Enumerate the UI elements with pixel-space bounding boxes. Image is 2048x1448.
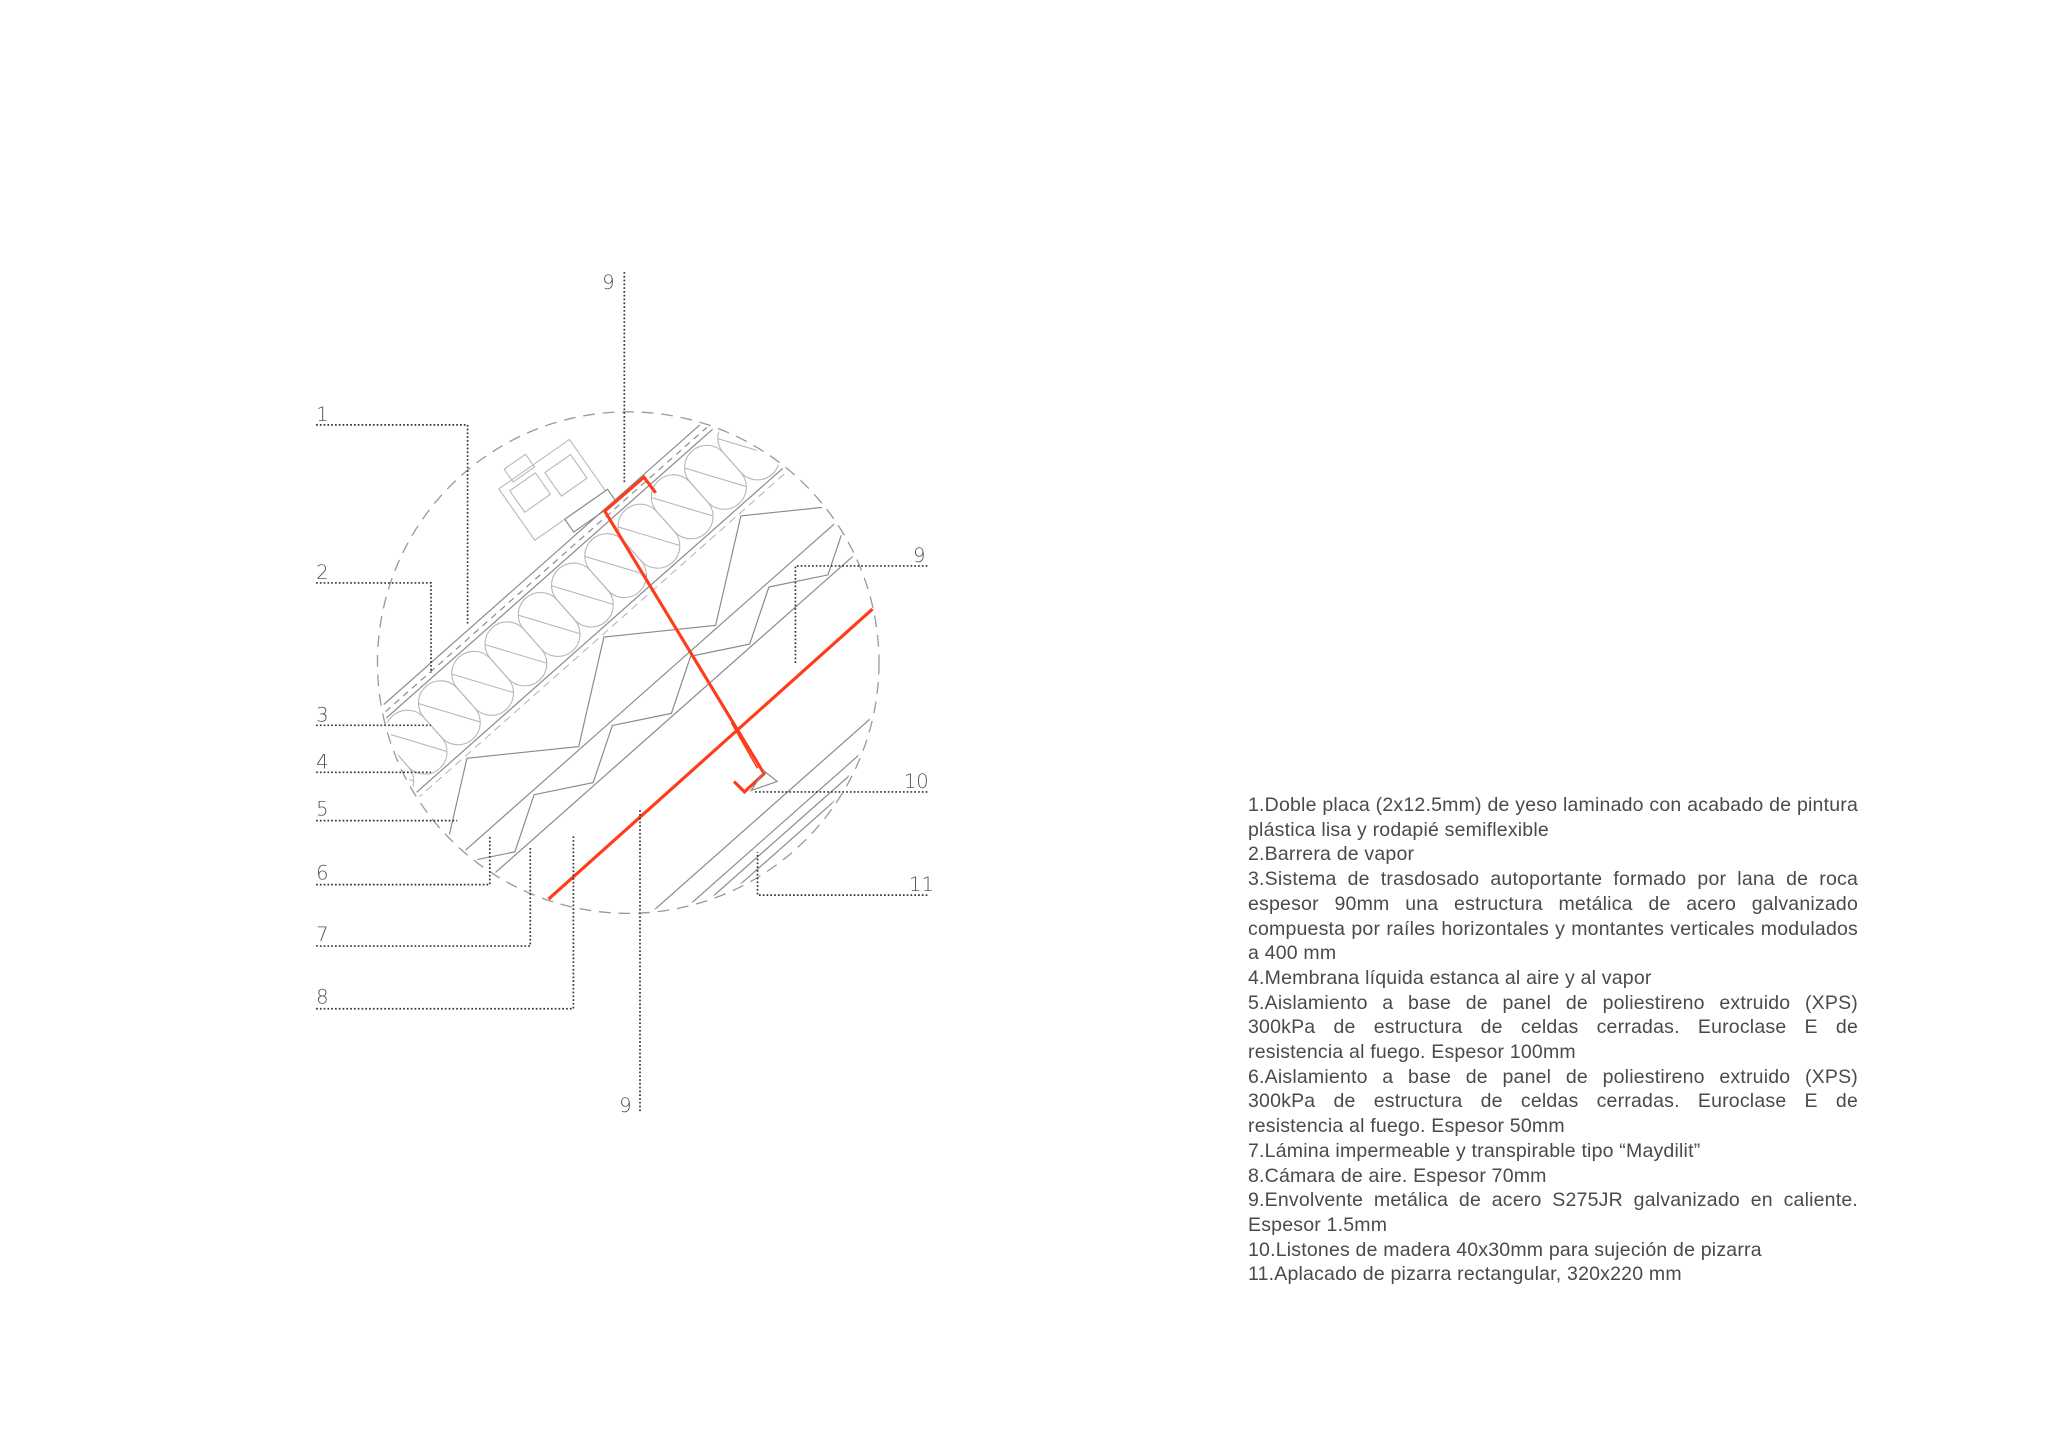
metal-envelope-sheet <box>547 607 874 901</box>
callout-7: 7 <box>316 923 328 946</box>
wool-hatch <box>842 289 922 371</box>
leader-6 <box>316 836 491 886</box>
wool-hatch-line <box>584 555 647 576</box>
xps-insulation-100 <box>380 414 877 880</box>
xps-insulation-50 <box>380 448 877 911</box>
vapor-barrier-line <box>380 414 820 814</box>
wool-hatch-line <box>385 732 448 752</box>
wool-hatch-line <box>518 614 581 635</box>
callout-1: 1 <box>316 403 328 426</box>
wool-hatch <box>750 414 814 451</box>
legend-item-3: 3.Sistema de trasdosado autoportante for… <box>1248 868 1858 965</box>
leader-7 <box>316 846 532 947</box>
breathable-membrane <box>398 472 877 911</box>
metal-envelope-flashing <box>602 474 767 795</box>
detail-boundary-circle <box>376 411 880 915</box>
wall-layers <box>380 289 922 911</box>
leader-11 <box>756 852 928 896</box>
gypsum-board-back <box>380 414 823 818</box>
wool-hatch-line <box>651 496 714 517</box>
wool-hatch-line <box>784 357 846 421</box>
callout-9-top: 9 <box>602 271 614 294</box>
leader-8 <box>316 836 575 1010</box>
legend-item-9: 9.Envolvente metálica de acero S275JR ga… <box>1248 1189 1858 1236</box>
wool-hatch-line <box>418 702 481 723</box>
wool-hatch-line <box>451 673 514 694</box>
callout-2: 2 <box>316 561 328 584</box>
wool-hatch-line <box>818 328 880 392</box>
legend-item-4: 4.Membrana líquida estanca al aire y al … <box>1248 966 1652 989</box>
leader-2 <box>316 582 432 674</box>
wool-hatch-line <box>750 414 814 429</box>
wool-hatch-line <box>617 526 680 546</box>
leader-1 <box>316 424 469 625</box>
wool-hatch-line <box>684 467 747 488</box>
slate-line-2 <box>506 593 877 911</box>
legend-item-10: 10.Listones de madera 40x30mm para sujec… <box>1248 1238 1762 1261</box>
callout-9-right: 9 <box>913 544 925 567</box>
legend-item-6: 6.Aislamiento a base de panel de poliest… <box>1248 1065 1858 1138</box>
cladding-back-line <box>487 572 877 911</box>
legend-item-2: 2.Barrera de vapor <box>1248 843 1415 866</box>
legend-list: 1.Doble placa (2x12.5mm) de yeso laminad… <box>1248 793 1858 1287</box>
callout-10: 10 <box>904 770 929 793</box>
window-frame <box>498 438 618 541</box>
callout-3: 3 <box>316 703 328 726</box>
wool-hatch <box>783 414 847 422</box>
timber-batten <box>749 770 779 792</box>
xps-100-bottom <box>380 445 877 911</box>
legend-item-1: 1.Doble placa (2x12.5mm) de yeso laminad… <box>1248 794 1858 841</box>
wool-hatch-line <box>717 438 780 458</box>
slate-line-3 <box>512 600 877 911</box>
callout-9-bottom: 9 <box>619 1094 631 1117</box>
wool-hatch-line <box>851 298 913 362</box>
callout-5: 5 <box>316 797 328 820</box>
insulation-bottom <box>380 414 873 874</box>
wool-hatch-line <box>484 644 547 664</box>
legend-item-7: 7.Lámina impermeable y transpirable tipo… <box>1248 1139 1701 1162</box>
leader-9-right <box>794 565 928 664</box>
wool-hatch-line <box>551 585 614 605</box>
membrane-line <box>380 414 877 878</box>
slate-line-1 <box>500 587 877 911</box>
callout-8: 8 <box>316 986 328 1009</box>
gypsum-board-face <box>380 414 816 809</box>
wool-hatch <box>808 319 888 401</box>
metal-envelope-inner <box>730 722 759 769</box>
legend-item-5: 5.Aislamiento a base de panel de poliest… <box>1248 991 1858 1064</box>
callout-6: 6 <box>316 861 328 884</box>
legend-item-8: 8.Cámara de aire. Espesor 70mm <box>1248 1164 1547 1187</box>
callout-4: 4 <box>316 750 328 773</box>
callout-11: 11 <box>909 873 934 896</box>
legend-item-11: 11.Aplacado de pizarra rectangular, 320x… <box>1248 1263 1682 1286</box>
